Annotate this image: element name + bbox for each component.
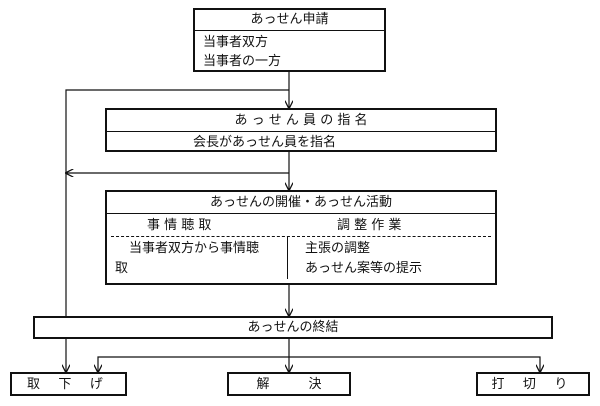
activity-left-header: 事 情 聴 取 (147, 218, 212, 233)
outcome-withdraw-label: 取 下 げ (26, 377, 110, 392)
application-item: 当事者の一方 (203, 54, 282, 69)
branch-to-withdraw (98, 356, 289, 372)
withdraw-line-upper (66, 89, 289, 372)
outcome-terminate-box: 打 切 り (476, 372, 590, 396)
application-title: あっせん申請 (250, 12, 329, 27)
activity-title: あっせんの開催・あっせん活動 (209, 195, 392, 210)
activity-box: あっせんの開催・あっせん活動 事 情 聴 取 調 整 作 業 当事者双方から事情… (105, 190, 497, 285)
appointment-title: あ っ せ ん 員 の 指 名 (234, 113, 368, 128)
activity-right-line: 主張の調整 (305, 241, 371, 256)
outcome-resolved-box: 解 決 (227, 372, 351, 396)
appointment-body: 会長があっせん員を指名 (193, 135, 337, 150)
branch-to-terminate (289, 356, 540, 372)
application-item: 当事者双方 (203, 35, 269, 50)
application-box: あっせん申請 当事者双方 当事者の一方 (193, 8, 386, 72)
conclusion-box: あっせんの終結 (33, 316, 553, 339)
conclusion-title: あっせんの終結 (247, 320, 339, 335)
activity-left-line: 当事者双方から事情聴 (129, 241, 260, 256)
outcome-withdraw-box: 取 下 げ (10, 372, 127, 396)
outcome-terminate-label: 打 切 り (491, 377, 575, 392)
outcome-resolved-label: 解 決 (256, 377, 322, 392)
activity-right-header: 調 整 作 業 (337, 218, 402, 233)
activity-left-line: 取 (115, 261, 129, 276)
appointment-box: あ っ せ ん 員 の 指 名 会長があっせん員を指名 (105, 108, 497, 152)
activity-right-line: あっせん案等の提示 (305, 261, 423, 276)
